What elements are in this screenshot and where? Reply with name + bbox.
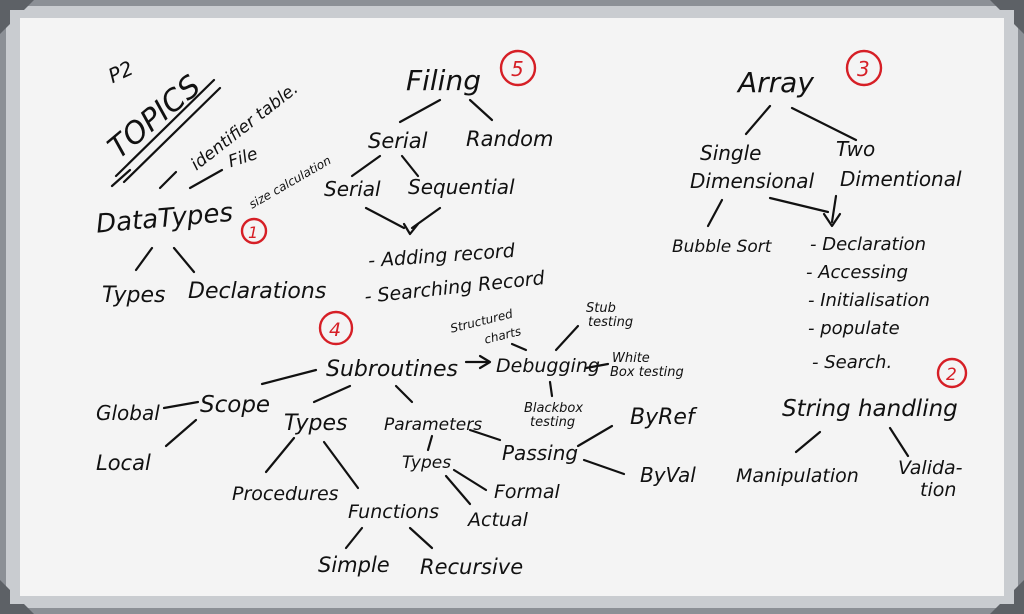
filing-child-serial: Serial [368, 129, 428, 153]
parameters-title: Parameters [384, 415, 482, 435]
scope-title: Scope [200, 392, 270, 418]
parameters-actual: Actual [466, 509, 529, 531]
types-functions: Functions [348, 501, 439, 523]
debug-blackbox-line1: Blackbox [524, 401, 583, 416]
connector [408, 526, 434, 550]
strings-child-validation-line2: tion [920, 479, 956, 501]
parameters-passing: Passing [502, 441, 578, 465]
connector [322, 440, 360, 490]
connector [468, 98, 494, 122]
array-two-line2: Dimentional [840, 167, 962, 191]
parameters-types: Types [402, 453, 451, 473]
array-bubble-sort: Bubble Sort [672, 237, 773, 257]
functions-recursive: Recursive [420, 555, 523, 579]
array-title: Array [736, 66, 814, 99]
connector [830, 194, 838, 224]
array-single-line2: Dimensional [690, 169, 815, 193]
connector [172, 246, 196, 274]
functions-simple: Simple [318, 553, 390, 577]
connector [400, 154, 420, 178]
array-two-line1: Two [836, 137, 875, 161]
connector [264, 436, 296, 474]
strings-number: 2 [946, 365, 957, 385]
debug-whitebox-line2: Box testing [610, 365, 684, 380]
connector [576, 424, 614, 448]
connector [444, 474, 472, 506]
arrow-head [478, 354, 492, 370]
strings-child-manipulation: Manipulation [736, 465, 859, 487]
connector [768, 196, 830, 214]
connector [134, 246, 154, 272]
connector [468, 428, 502, 442]
array-bullet-declaration: - Declaration [810, 234, 926, 255]
array-bullet-populate: - populate [808, 318, 900, 339]
strings-title: String handling [782, 396, 958, 422]
debugging-title: Debugging [496, 355, 600, 377]
connector [744, 104, 772, 136]
types-procedures: Procedures [232, 483, 339, 505]
arrow-head [402, 222, 420, 236]
subroutines-number: 4 [329, 319, 341, 341]
connector [510, 342, 528, 352]
scope-local: Local [96, 451, 151, 475]
datatypes-number: 1 [248, 223, 258, 242]
connector [584, 362, 610, 370]
datatypes-child-types: Types [102, 283, 166, 308]
connector [426, 434, 434, 452]
debug-stub-line1: Stub [586, 301, 616, 316]
connector [398, 98, 442, 124]
subroutines-title: Subroutines [326, 357, 458, 382]
topics-underline [114, 78, 222, 184]
connector [158, 170, 178, 190]
connector [554, 324, 580, 352]
connector [188, 168, 224, 190]
connector [350, 154, 382, 178]
array-number: 3 [857, 57, 870, 81]
connector [110, 168, 132, 188]
connector [312, 384, 352, 404]
array-bullet-accessing: - Accessing [806, 262, 908, 283]
types-title: Types [284, 411, 348, 436]
connector [344, 526, 364, 550]
filing-title: Filing [406, 64, 481, 97]
connector [706, 198, 724, 228]
datatypes-number-circle [240, 217, 268, 245]
strings-number-circle [936, 357, 968, 389]
connector [548, 380, 554, 398]
subroutines-number-circle [318, 310, 354, 346]
filing-child-random: Random [466, 127, 553, 151]
filing-number-circle [499, 49, 537, 87]
board-surface [20, 18, 1004, 596]
arrow-head [822, 212, 842, 228]
connector [394, 384, 414, 404]
connector [794, 430, 822, 454]
array-single-line1: Single [700, 141, 761, 165]
filing-number: 5 [511, 57, 524, 81]
debug-stub-line2: testing [588, 315, 633, 330]
connector [452, 468, 488, 492]
passing-byval: ByVal [640, 463, 696, 487]
datatypes-child-declarations: Declarations [188, 279, 326, 304]
array-bullet-search: - Search. [812, 352, 892, 373]
array-bullet-initialisation: - Initialisation [808, 290, 930, 311]
debug-whitebox-line1: White [612, 351, 650, 366]
connector [164, 418, 198, 448]
filing-grandchild-sequential: Sequential [408, 175, 515, 199]
connector [790, 106, 858, 142]
array-number-circle [845, 49, 883, 87]
connector [260, 368, 318, 386]
passing-byref: ByRef [630, 405, 698, 430]
debug-blackbox-line2: testing [530, 415, 575, 430]
connector [364, 206, 406, 230]
connector [582, 458, 626, 476]
connector [162, 400, 200, 410]
strings-child-validation-line1: Valida- [898, 457, 963, 479]
scope-global: Global [96, 401, 160, 425]
filing-grandchild-serial: Serial [324, 177, 381, 201]
parameters-formal: Formal [494, 481, 561, 503]
connector [888, 426, 910, 458]
